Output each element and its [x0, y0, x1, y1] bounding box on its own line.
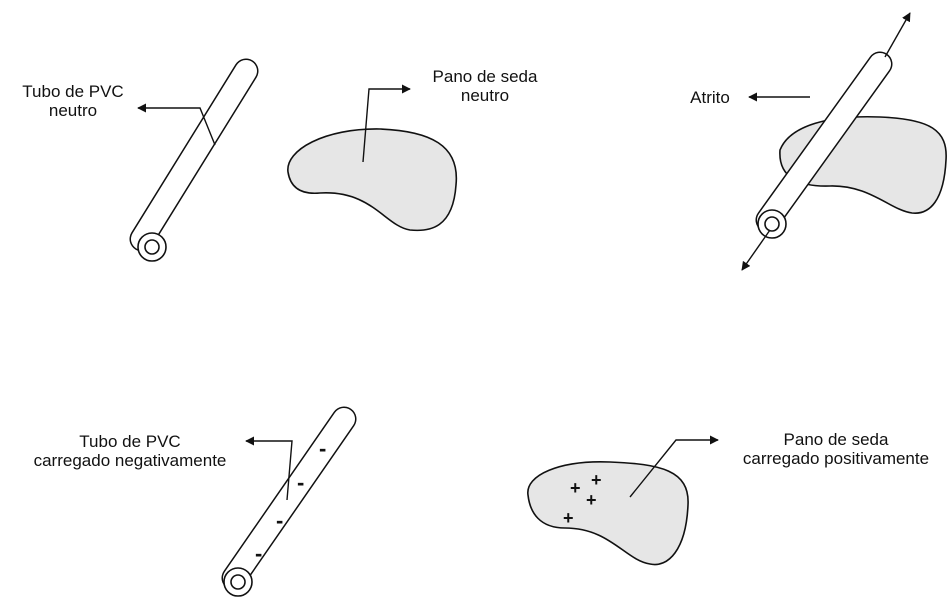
motion-arrow-up-icon	[884, 12, 911, 58]
neutral-tube	[129, 58, 259, 262]
neutral-tube-label-line1: Tubo de PVC	[22, 82, 124, 101]
charged-cloth-label-line2: carregado positivamente	[742, 449, 930, 468]
negative-charge: -	[276, 508, 284, 533]
negative-charge: -	[319, 436, 327, 461]
charged-tube-label: Tubo de PVC carregado negativamente	[20, 432, 240, 470]
neutral-cloth-pointer	[362, 84, 411, 163]
charged-tube-pointer	[245, 436, 293, 501]
charged-cloth	[527, 461, 689, 566]
motion-arrow-down-icon	[741, 229, 771, 271]
neutral-cloth-label-line1: Pano de seda	[432, 67, 538, 86]
charged-cloth-label: Pano de seda carregado positivamente	[728, 430, 944, 468]
positive-charge: +	[563, 508, 574, 528]
charged-tube-label-line1: Tubo de PVC	[79, 432, 181, 451]
negative-charge: -	[255, 541, 263, 566]
friction-label: Atrito	[680, 88, 740, 107]
neutral-tube-pointer	[137, 103, 216, 146]
friction-tube	[755, 51, 893, 239]
negative-charge: -	[297, 470, 305, 495]
charged-tube-label-line2: carregado negativamente	[33, 451, 227, 470]
neutral-tube-label-line2: neutro	[48, 101, 98, 120]
positive-charge: +	[570, 478, 581, 498]
neutral-cloth-label-line2: neutro	[460, 86, 510, 105]
charged-cloth-label-line1: Pano de seda	[783, 430, 889, 449]
positive-charge: +	[591, 470, 602, 490]
neutral-cloth-label: Pano de seda neutro	[420, 67, 550, 105]
charged-tube	[221, 406, 357, 597]
neutral-cloth	[287, 128, 458, 232]
charged-cloth-pointer	[629, 435, 719, 498]
friction-label-text: Atrito	[690, 88, 730, 107]
neutral-tube-label: Tubo de PVC neutro	[8, 82, 138, 120]
positive-charge: +	[586, 490, 597, 510]
